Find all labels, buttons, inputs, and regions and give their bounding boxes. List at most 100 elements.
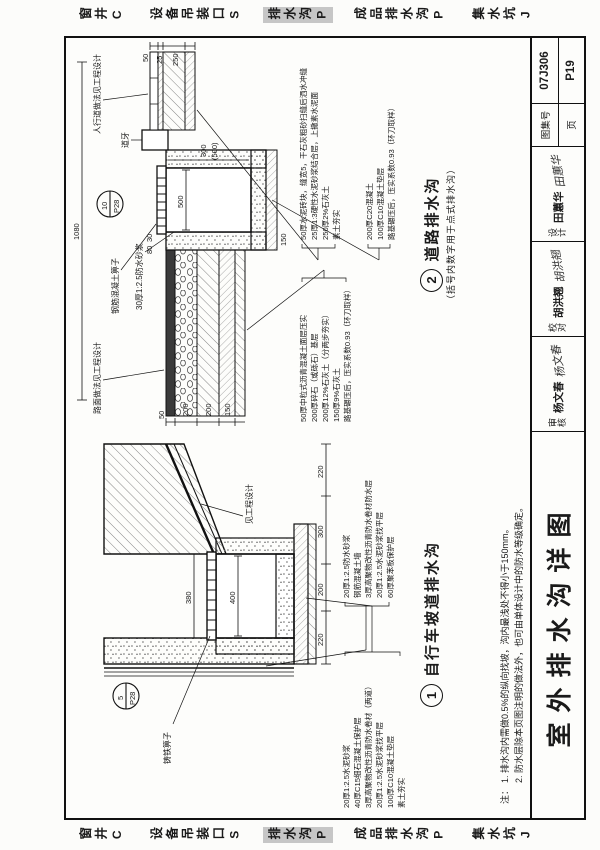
atlas-number-value: 07J306 [538,51,551,90]
drawing1-panel: 380 400 220 200 300 220 铸铁箅子 见工程设计 [66,430,530,818]
svg-text:钢筋混凝土墙: 钢筋混凝土墙 [352,553,362,599]
detail-ref-bubble-2: 10 P28 [96,190,124,218]
tab-strip-left: 窗井C 设备吊装口S 排水沟P 成品排水沟P 集水坑J [0,820,600,850]
drawing2-panel: 10 80 50 200 200 150 [66,38,530,430]
svg-text:250厚2%石灰土: 250厚2%石灰土 [320,186,330,240]
svg-text:20厚1:2.5防水砂浆: 20厚1:2.5防水砂浆 [341,535,351,599]
svg-text:60厚聚苯板保护层: 60厚聚苯板保护层 [385,536,395,598]
svg-text:5: 5 [116,696,125,700]
drawing-area: 380 400 220 200 300 220 铸铁箅子 见工程设计 [66,38,530,818]
tab-window-well[interactable]: 窗井C [79,7,124,22]
detail-ref-bubble-1: 5 P28 [112,682,140,711]
dim-chain-4: 220 [316,466,325,479]
reviewer-name: 杨文春 [552,381,565,414]
reviewer-label: 审核 [547,417,567,427]
svg-text:路基碾压后，压实系数0.93（环刀取样）: 路基碾压后，压实系数0.93（环刀取样） [342,286,352,422]
svg-text:P28: P28 [128,692,137,705]
tab-window-well[interactable]: 窗井C [79,827,124,842]
drawing1-title: 自行车坡道排水沟 [425,541,441,678]
field-designer: 设计 田蕙华 田蕙华 [532,147,584,242]
svg-text:40厚C15细石混凝土保护层: 40厚C15细石混凝土保护层 [352,717,362,808]
atlas-number-row: 图集号 07J306 [532,38,558,146]
designer-label: 设计 [547,227,567,237]
dim-channel-width: 400 [228,592,237,605]
dim-base: 150 [279,233,288,246]
dim-depth: 300 [199,144,208,157]
waterproof-label: 30厚1:2.5防水砂浆 [134,243,144,310]
tab-finished-drain[interactable]: 成品排水沟P [354,827,446,842]
drawing-sheet: 380 400 220 200 300 220 铸铁箅子 见工程设计 [64,36,586,820]
floor-layers-callout: 20厚1:2.5水泥砂浆 40厚C15细石混凝土保护层 3厚高聚物改性沥青防水卷… [305,598,406,809]
atlas-cells: 图集号 07J306 页 P19 [532,38,584,147]
svg-text:50厚中粒式沥青混凝土面层压实: 50厚中粒式沥青混凝土面层压实 [298,314,308,422]
dim-wall-b: 30 [145,234,154,242]
notes-body: 1. 排水沟内需做0.5%的纵向找坡，沟内最浅处不得小于150mm。 2. 防水… [499,503,527,783]
sheet-title: 室外排水沟详图 [547,502,574,748]
svg-text:20厚1:2.5水泥砂浆找平层: 20厚1:2.5水泥砂浆找平层 [374,512,384,598]
dim-road-3: 200 [204,403,213,416]
curb-label: 道牙 [120,132,130,148]
tab-drainage-ditch[interactable]: 排水沟P [262,826,333,844]
dim-road-1: 50 [157,411,166,419]
tab-equipment-hoist[interactable]: 设备吊装口S [150,827,242,842]
svg-text:25厚1:3硬性水泥砂浆结合层，上撒素水泥面: 25厚1:3硬性水泥砂浆结合层，上撒素水泥面 [309,91,319,240]
svg-text:素土夯实: 素土夯实 [331,209,341,240]
dim-wall-a: 80 [145,246,154,254]
svg-text:200厚碎石（或砾石）基层: 200厚碎石（或砾石）基层 [309,333,319,422]
tab-equipment-hoist[interactable]: 设备吊装口S [150,7,242,22]
drawing1-section: 380 400 220 200 300 220 铸铁箅子 见工程设计 [103,443,406,809]
drawing1-caption: 1 自行车坡道排水沟 [420,541,443,708]
reviewer-signature: 杨文春 [550,344,568,380]
road-note-label: 路面做法见工程设计 [92,342,102,414]
note-2: 2. 防水层除本页图注明的做法外，也可由单体设计中的防水等级确定。 [514,502,525,783]
notes-prefix: 注： [500,785,511,804]
field-reviewer: 审核 杨文春 杨文春 [532,337,584,432]
svg-text:10: 10 [100,202,109,210]
proofreader-label: 校对 [547,322,567,332]
drawing2-number: 2 [420,268,443,292]
tab-sump-pit[interactable]: 集水坑J [471,7,533,22]
svg-text:50厚水泥砖块，缝宽5，干石灰粗砂扫缝后洒水冲缝: 50厚水泥砖块，缝宽5，干石灰粗砂扫缝后洒水冲缝 [298,67,308,240]
drawing2-section: 10 80 50 200 200 150 [72,42,396,426]
title-block: 室外排水沟详图 审核 杨文春 杨文春 校对 胡洪翘 胡洪翘 设计 田蕙华 田蕙华… [530,38,584,818]
drawing2-title: 道路排水沟 [425,176,441,262]
dim-width: 500 [176,195,185,208]
wall-layers-callout: 20厚1:2.5防水砂浆 钢筋混凝土墙 3厚高聚物改性沥青防水卷材防水层 20厚… [265,480,395,667]
atlas-number-label: 图集号 [532,103,558,146]
drawing2-caption: 2 道路排水沟 [420,177,443,292]
dim-sw-1: 50 [141,54,150,62]
proofreader-name: 胡洪翘 [552,286,565,319]
svg-text:P28: P28 [112,200,121,213]
page-number-row: 页 P19 [557,38,584,146]
tab-sump-pit[interactable]: 集水坑J [471,827,533,842]
svg-text:3厚高聚物改性沥青防水卷材防水层: 3厚高聚物改性沥青防水卷材防水层 [363,480,373,599]
sheet-notes: 注： 1. 排水沟内需做0.5%的纵向找坡，沟内最浅处不得小于150mm。 2.… [499,503,527,804]
svg-text:200厚C20混凝土: 200厚C20混凝土 [364,183,374,240]
dim-sw-2: 25 [155,56,164,64]
dim-road-2: 200 [181,403,190,416]
drawing1-number: 1 [420,684,443,708]
dim-sw-3: 250 [171,53,180,66]
grate-label: 钢筋混凝土箅子 [110,258,120,314]
svg-text:100厚C10混凝土垫层: 100厚C10混凝土垫层 [375,167,385,240]
designer-name: 田蕙华 [552,191,565,224]
dim-depth-alt: (500) [210,142,219,160]
channel-layers-callout: 200厚C20混凝土 100厚C10混凝土垫层 路基碾压后，压实系数0.93（环… [271,104,396,261]
road-layers-callout: 50厚中粒式沥青混凝土面层压实 200厚碎石（或砾石）基层 200厚12%石灰土… [246,269,352,422]
dim-chain-2: 200 [316,584,325,597]
svg-text:路基碾压后，压实系数0.93（环刀取样）: 路基碾压后，压实系数0.93（环刀取样） [386,104,396,240]
tab-finished-drain[interactable]: 成品排水沟P [354,7,446,22]
svg-text:100厚C10混凝土垫层: 100厚C10混凝土垫层 [385,736,395,809]
drawing2-subtitle: （括号内数字用于点式排水沟） [446,164,456,305]
page-number-value: P19 [565,60,578,81]
dim-opening: 380 [184,592,193,605]
note-1: 1. 排水沟内需做0.5%的纵向找坡，沟内最浅处不得小于150mm。 [500,524,511,783]
designer-signature: 田蕙华 [550,154,568,190]
dim-chain-1: 220 [316,634,325,647]
svg-text:200厚12%石灰土（分两步夯实）: 200厚12%石灰土（分两步夯实） [320,311,330,422]
design-note-label: 见工程设计 [244,485,254,525]
tab-drainage-ditch[interactable]: 排水沟P [262,6,333,24]
svg-text:20厚1:2.5水泥砂浆: 20厚1:2.5水泥砂浆 [341,745,351,809]
